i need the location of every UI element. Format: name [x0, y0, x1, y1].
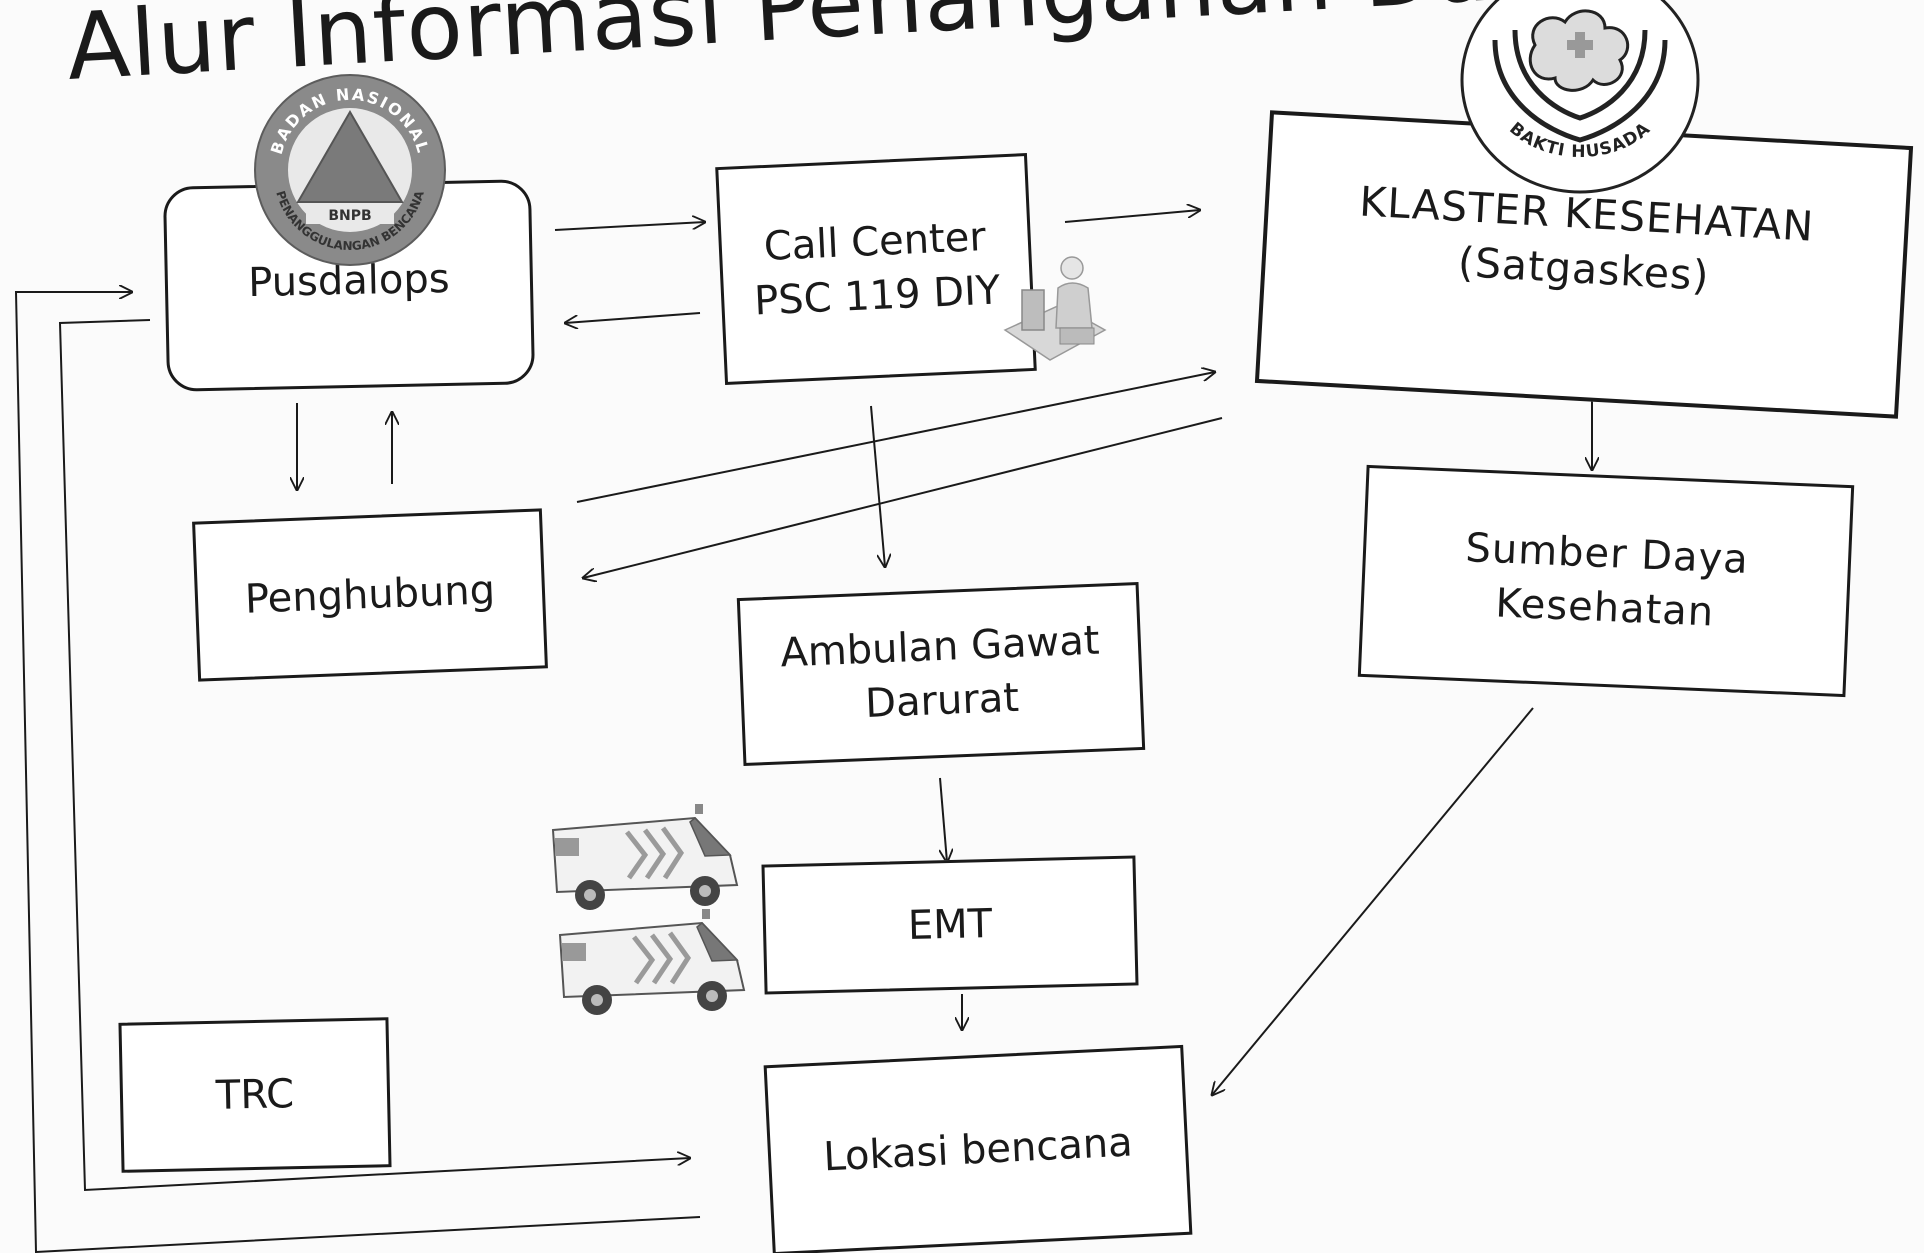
call-center-label-line2: PSC 119 DIY — [753, 267, 1002, 325]
ambulance-icon — [558, 909, 746, 1015]
trc-label: TRC — [215, 1071, 295, 1119]
arrow-callcenter-to-pusdalops — [565, 312, 701, 323]
sumber-label-line2: Kesehatan — [1494, 580, 1716, 636]
lokasi-bencana-box: Lokasi bencana — [763, 1044, 1193, 1253]
arrow-callcenter-to-ambulan — [870, 405, 885, 567]
bnpb-logo: BNPB BADAN NASIONAL PENANGGULANGAN BENCA… — [254, 74, 446, 266]
penghubung-label: Penghubung — [244, 567, 496, 623]
lokasi-label: Lokasi bencana — [822, 1119, 1134, 1181]
emt-box: EMT — [761, 855, 1139, 995]
trc-box: TRC — [118, 1017, 392, 1173]
bakti-husada-logo: BAKTI HUSADA — [1460, 0, 1700, 194]
arrow-pusdalops-to-callcenter — [554, 222, 705, 231]
emt-label: EMT — [907, 900, 993, 950]
arrow-klaster-to-penghubung — [583, 417, 1223, 578]
arrow-callcenter-to-klaster — [1064, 210, 1200, 223]
arrow-sumber-to-lokasi — [1212, 707, 1534, 1095]
bnpb-triangle-icon — [296, 110, 404, 203]
operator-icon — [1003, 256, 1107, 361]
bakti-husada-icon — [1492, 9, 1668, 143]
ambulan-gawat-darurat-box: Ambulan Gawat Darurat — [736, 582, 1146, 766]
bnpb-center-text: BNPB — [328, 208, 371, 224]
call-center-box: Call Center PSC 119 DIY — [715, 153, 1037, 385]
arrow-penghubung-to-klaster — [576, 372, 1215, 503]
arrow-pusdalops-loop-to-lokasi — [58, 319, 690, 1192]
penghubung-box: Penghubung — [192, 508, 548, 682]
arrow-lokasi-loop-to-pusdalops — [14, 292, 701, 1253]
ambulance-icon — [551, 804, 739, 910]
sumber-daya-box: Sumber Daya Kesehatan — [1357, 464, 1855, 698]
arrow-ambulan-to-emt — [940, 777, 947, 862]
